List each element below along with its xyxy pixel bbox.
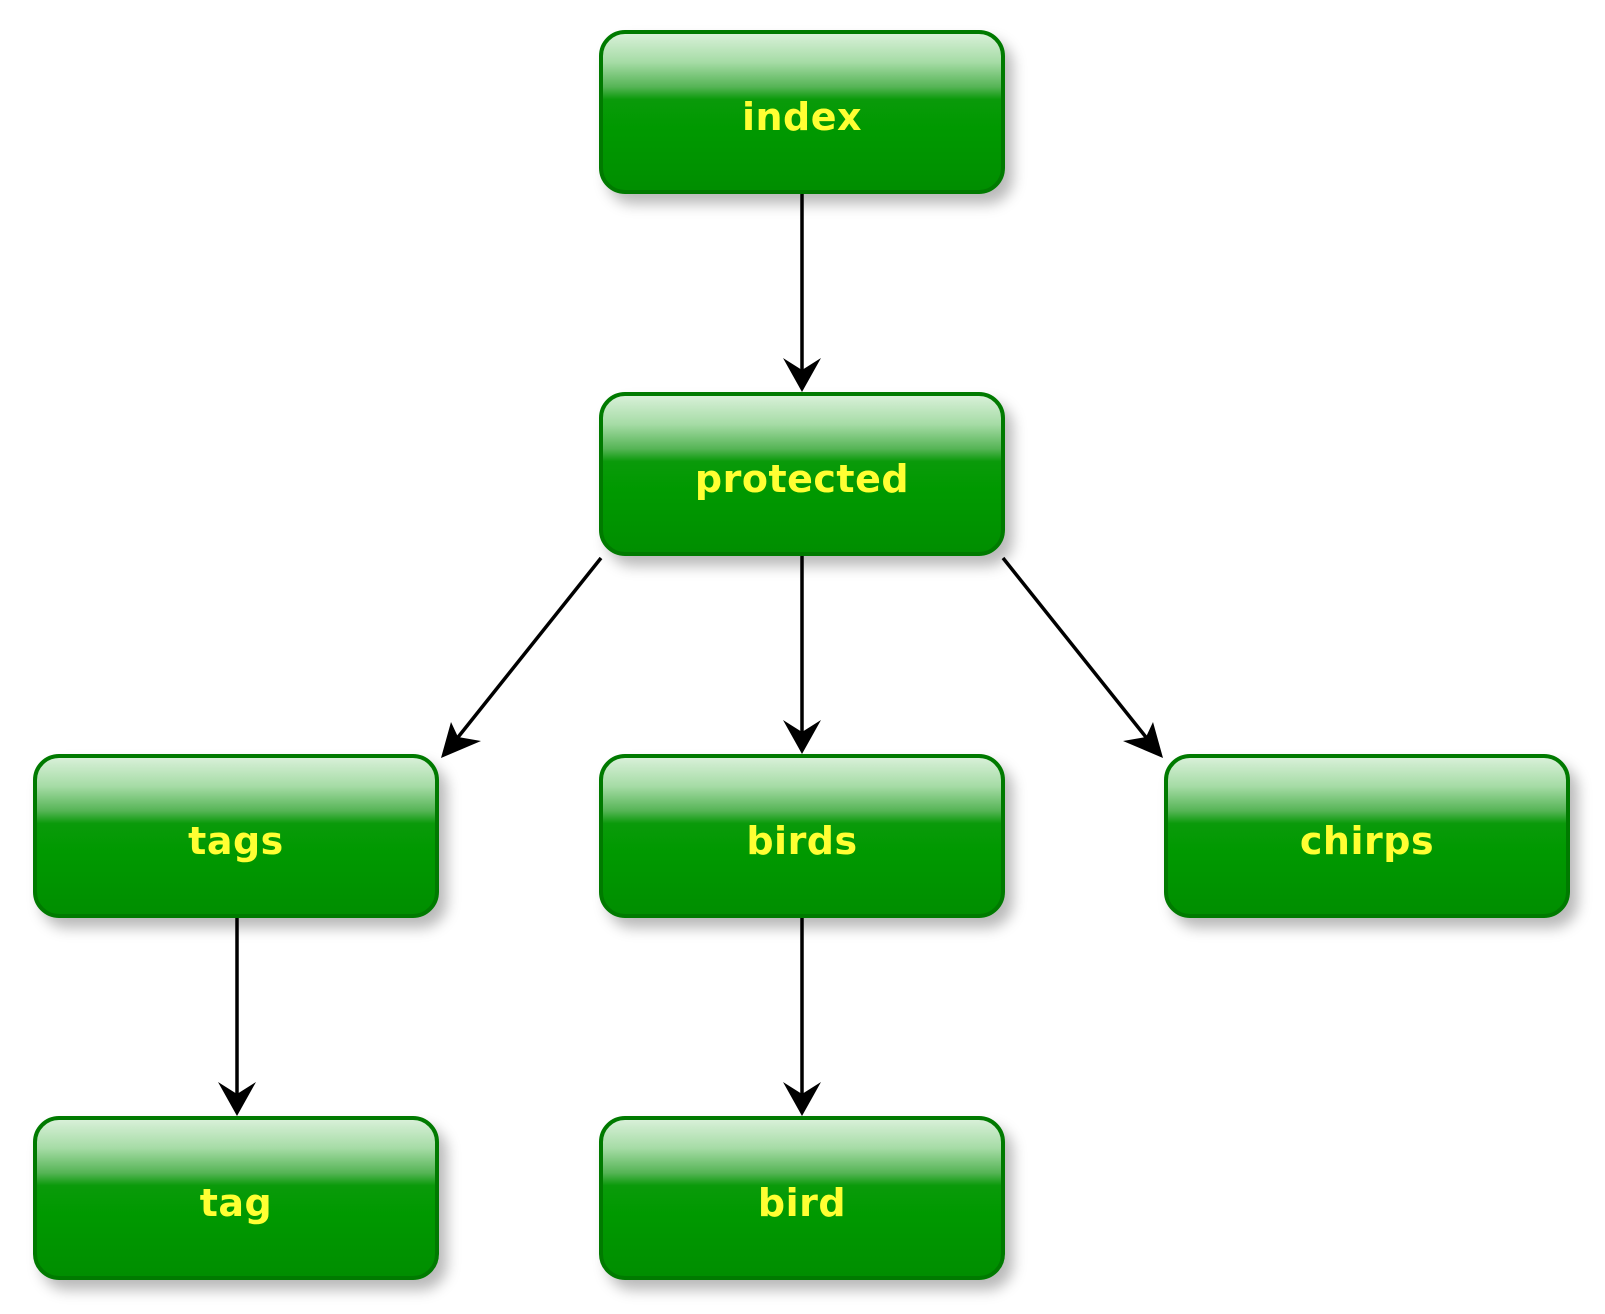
edge-protected-tags — [441, 556, 603, 758]
edge-birds-bird — [783, 918, 821, 1116]
edge-tags-tag — [218, 918, 256, 1116]
node-chirps: chirps — [1164, 754, 1570, 918]
node-tags-label: tags — [188, 819, 284, 863]
node-protected-label: protected — [694, 457, 910, 501]
node-bird-label: bird — [757, 1181, 847, 1225]
node-index: index — [599, 30, 1005, 194]
node-protected: protected — [599, 392, 1005, 556]
edge-protected-birds — [783, 556, 821, 754]
node-birds-label: birds — [746, 819, 858, 863]
node-tags: tags — [33, 754, 439, 918]
node-bird: bird — [599, 1116, 1005, 1280]
edge-protected-chirps — [1001, 556, 1163, 758]
edge-index-protected — [783, 194, 821, 392]
node-birds: birds — [599, 754, 1005, 918]
node-tag-label: tag — [199, 1181, 273, 1225]
node-chirps-label: chirps — [1299, 819, 1435, 863]
node-index-label: index — [741, 95, 863, 139]
node-tag: tag — [33, 1116, 439, 1280]
